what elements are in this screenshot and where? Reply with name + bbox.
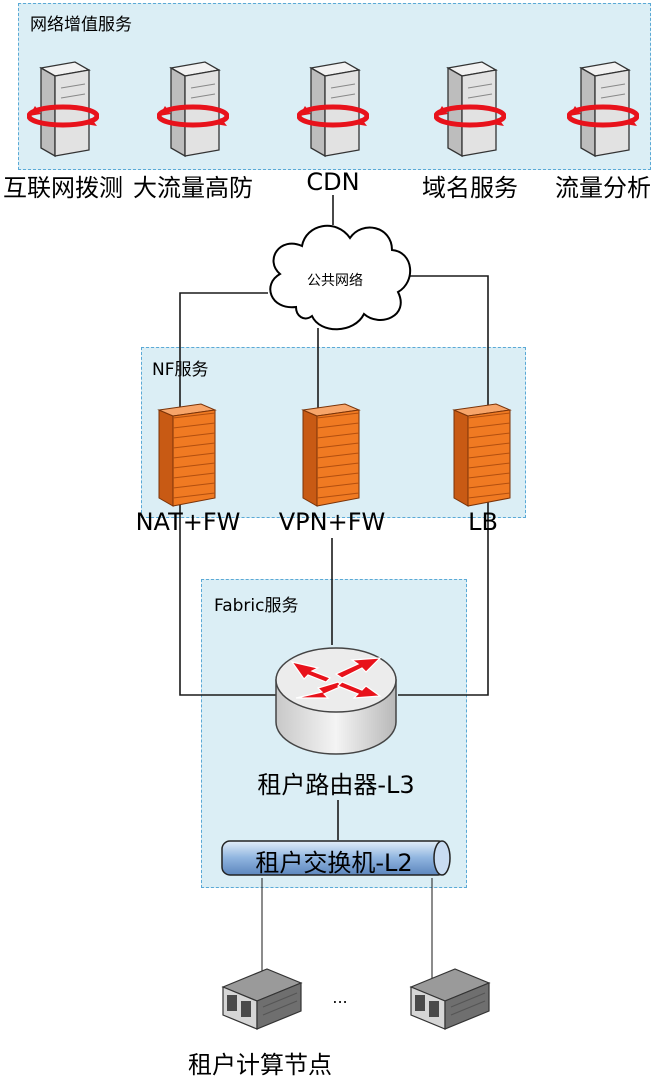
server-icon — [297, 61, 369, 158]
nf-device-label: LB — [468, 508, 498, 536]
firewall-icon — [452, 403, 512, 507]
server-icon — [434, 61, 506, 158]
service-label: 流量分析 — [555, 174, 651, 202]
compute-ellipsis: ... — [332, 988, 348, 1007]
switch-icon — [221, 840, 451, 876]
service-label: 互联网拨测 — [3, 174, 123, 202]
server-icon — [27, 61, 99, 158]
zone-title-fabric: Fabric服务 — [214, 596, 299, 616]
switch-label: 租户交换机-L2 — [255, 849, 413, 877]
nf-device-label: NAT+FW — [135, 508, 241, 536]
firewall-icon — [301, 403, 361, 507]
rack-server-icon — [221, 968, 303, 1030]
server-icon — [567, 61, 639, 158]
cloud-icon — [269, 224, 412, 331]
cloud-label: 公共网络 — [307, 273, 363, 289]
rack-server-icon — [409, 968, 491, 1030]
router-label: 租户路由器-L3 — [257, 771, 415, 799]
service-label: 大流量高防 — [133, 174, 253, 202]
service-label: CDN — [306, 168, 360, 196]
compute-label: 租户计算节点 — [188, 1051, 332, 1079]
server-icon — [157, 61, 229, 158]
router-icon — [275, 647, 397, 755]
zone-title-value-added: 网络增值服务 — [30, 15, 132, 35]
nf-device-label: VPN+FW — [278, 508, 386, 536]
firewall-icon — [157, 403, 217, 507]
service-label: 域名服务 — [422, 174, 518, 202]
